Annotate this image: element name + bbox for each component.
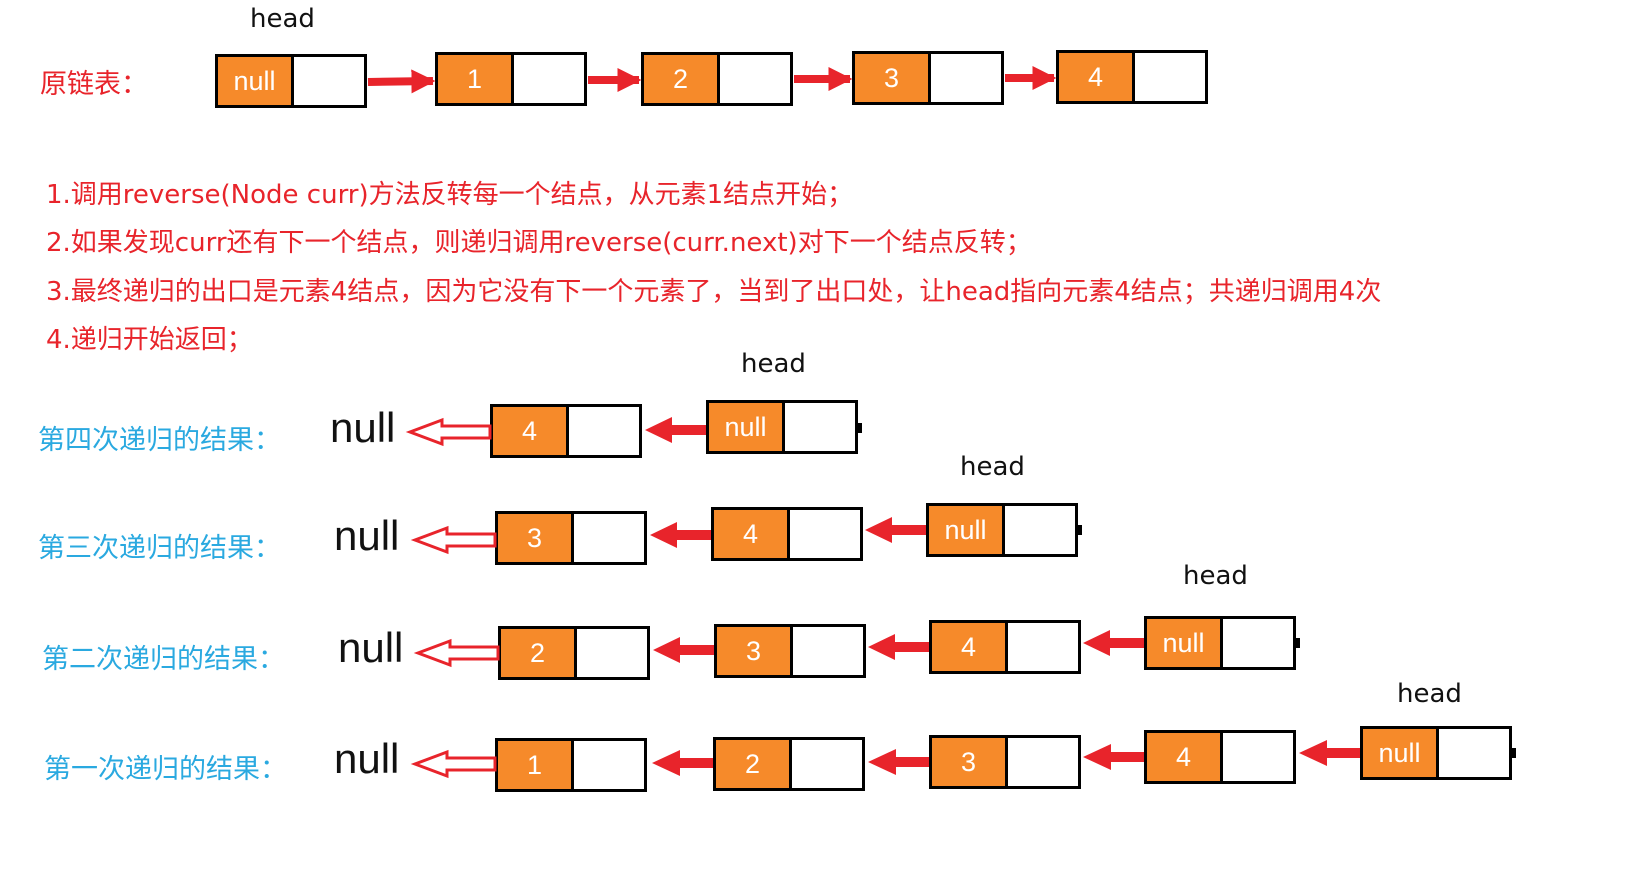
row-2-head-label: head <box>1183 561 1248 591</box>
node-value: null <box>709 403 785 451</box>
row-1-node-4: 4 <box>1144 730 1296 784</box>
row-3-node-3: 3 <box>495 511 647 565</box>
row-2-label: 第二次递归的结果： <box>42 644 285 675</box>
row-1-node-1: 1 <box>495 738 647 792</box>
node-value: 3 <box>855 54 931 102</box>
original-node-4: 4 <box>1056 50 1208 104</box>
arrow-left <box>1083 630 1144 656</box>
node-value: 3 <box>717 627 793 675</box>
row-4-null: null <box>330 404 396 451</box>
row-1-null: null <box>334 735 400 782</box>
hollow-arrow-to-null <box>405 417 492 447</box>
row-2-node-3: 3 <box>714 624 866 678</box>
node-value: 3 <box>932 738 1008 786</box>
arrow-left <box>652 750 713 776</box>
step-2-text: 2.如果发现curr还有下一个结点，则递归调用reverse(curr.next… <box>46 228 1032 258</box>
row-2-node-null: null <box>1144 616 1296 670</box>
node-value: null <box>929 506 1005 554</box>
node-value: 4 <box>714 510 790 558</box>
node-value: 2 <box>644 55 720 103</box>
row-2-node-2: 2 <box>498 626 650 680</box>
node-value: 4 <box>1059 53 1135 101</box>
arrow-left <box>650 522 711 548</box>
arrow-left <box>868 634 929 660</box>
original-node-null: null <box>215 54 367 108</box>
row-3-label: 第三次递归的结果： <box>38 533 281 564</box>
original-list-label: 原链表： <box>40 69 148 100</box>
node-value: 3 <box>498 514 574 562</box>
original-node-3: 3 <box>852 51 1004 105</box>
row-2-null: null <box>338 624 404 671</box>
node-value: null <box>1147 619 1223 667</box>
arrow-left <box>1083 744 1144 770</box>
node-end-marker <box>856 423 862 433</box>
node-end-marker <box>1076 525 1082 535</box>
row-2-node-4: 4 <box>929 620 1081 674</box>
row-3-null: null <box>334 512 400 559</box>
node-value: 1 <box>498 741 574 789</box>
row-4-node-4: 4 <box>490 404 642 458</box>
hollow-arrow-to-null <box>410 525 497 555</box>
hollow-arrow-to-null <box>413 638 500 668</box>
node-end-marker <box>1510 748 1516 758</box>
node-value: null <box>218 57 294 105</box>
row-3-node-4: 4 <box>711 507 863 561</box>
node-value: 1 <box>438 55 514 103</box>
original-node-1: 1 <box>435 52 587 106</box>
node-value: 4 <box>932 623 1008 671</box>
node-value: 2 <box>501 629 577 677</box>
arrow-left <box>653 637 714 663</box>
row-1-node-3: 3 <box>929 735 1081 789</box>
row-1-head-label: head <box>1397 679 1462 709</box>
original-node-2: 2 <box>641 52 793 106</box>
row-4-node-null: null <box>706 400 858 454</box>
node-value: 2 <box>716 740 792 788</box>
arrow-left <box>645 417 706 443</box>
node-value: null <box>1363 729 1439 777</box>
row-1-node-2: 2 <box>713 737 865 791</box>
arrow-right <box>367 69 436 94</box>
hollow-arrow-to-null <box>410 749 497 779</box>
arrow-left <box>1299 740 1360 766</box>
row-4-head-label: head <box>741 349 806 379</box>
original-head-label: head <box>250 4 315 34</box>
row-4-label: 第四次递归的结果： <box>38 425 281 456</box>
row-1-node-null: null <box>1360 726 1512 780</box>
node-value: 4 <box>1147 733 1223 781</box>
row-3-head-label: head <box>960 452 1025 482</box>
step-1-text: 1.调用reverse(Node curr)方法反转每一个结点，从元素1结点开始… <box>46 180 854 210</box>
node-end-marker <box>1294 638 1300 648</box>
step-3-text: 3.最终递归的出口是元素4结点，因为它没有下一个元素了，当到了出口处，让head… <box>46 277 1382 307</box>
row-1-label: 第一次递归的结果： <box>44 754 287 785</box>
arrow-left <box>868 749 929 775</box>
arrow-left <box>865 517 926 543</box>
step-4-text: 4.递归开始返回； <box>46 325 253 355</box>
node-value: 4 <box>493 407 569 455</box>
row-3-node-null: null <box>926 503 1078 557</box>
